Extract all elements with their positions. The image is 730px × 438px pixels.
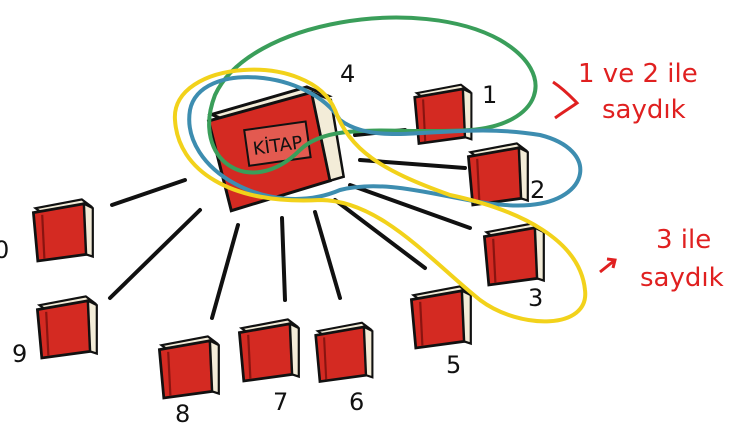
book-5 bbox=[410, 285, 473, 350]
book-label-3: 3 bbox=[528, 284, 543, 312]
book-label-1: 1 bbox=[482, 81, 497, 109]
spoke-3 bbox=[348, 183, 472, 230]
book-10 bbox=[32, 198, 95, 263]
book-3 bbox=[483, 222, 546, 287]
note-2-line1: 3 ile bbox=[656, 225, 711, 255]
green-loop bbox=[207, 15, 538, 175]
arrow-icon bbox=[599, 257, 617, 274]
brace-arrow bbox=[552, 80, 580, 120]
book-label-8: 8 bbox=[175, 400, 190, 428]
book-8 bbox=[158, 335, 221, 400]
book-label-7: 7 bbox=[273, 388, 288, 416]
spoke-9 bbox=[108, 208, 202, 300]
note-2-line2: saydık bbox=[640, 263, 724, 293]
book-label-10: 0 bbox=[0, 236, 9, 264]
spoke-10 bbox=[110, 178, 187, 207]
spoke-6 bbox=[313, 210, 342, 300]
note-1-line2: saydık bbox=[602, 95, 686, 125]
book-2 bbox=[467, 142, 530, 207]
note-1-line1: 1 ve 2 ile bbox=[578, 59, 698, 89]
book-label-2: 2 bbox=[530, 176, 545, 204]
yellow-loop bbox=[172, 67, 588, 324]
book-label-5: 5 bbox=[446, 351, 461, 379]
group-count-label: 4 bbox=[340, 60, 355, 88]
spoke-7 bbox=[280, 216, 287, 302]
book-6 bbox=[314, 321, 374, 383]
book-9 bbox=[36, 295, 99, 360]
book-label-6: 6 bbox=[349, 388, 364, 416]
spoke-5 bbox=[333, 198, 427, 270]
spoke-8 bbox=[210, 223, 240, 320]
book-7 bbox=[238, 318, 301, 383]
book-label-9: 9 bbox=[12, 340, 27, 368]
